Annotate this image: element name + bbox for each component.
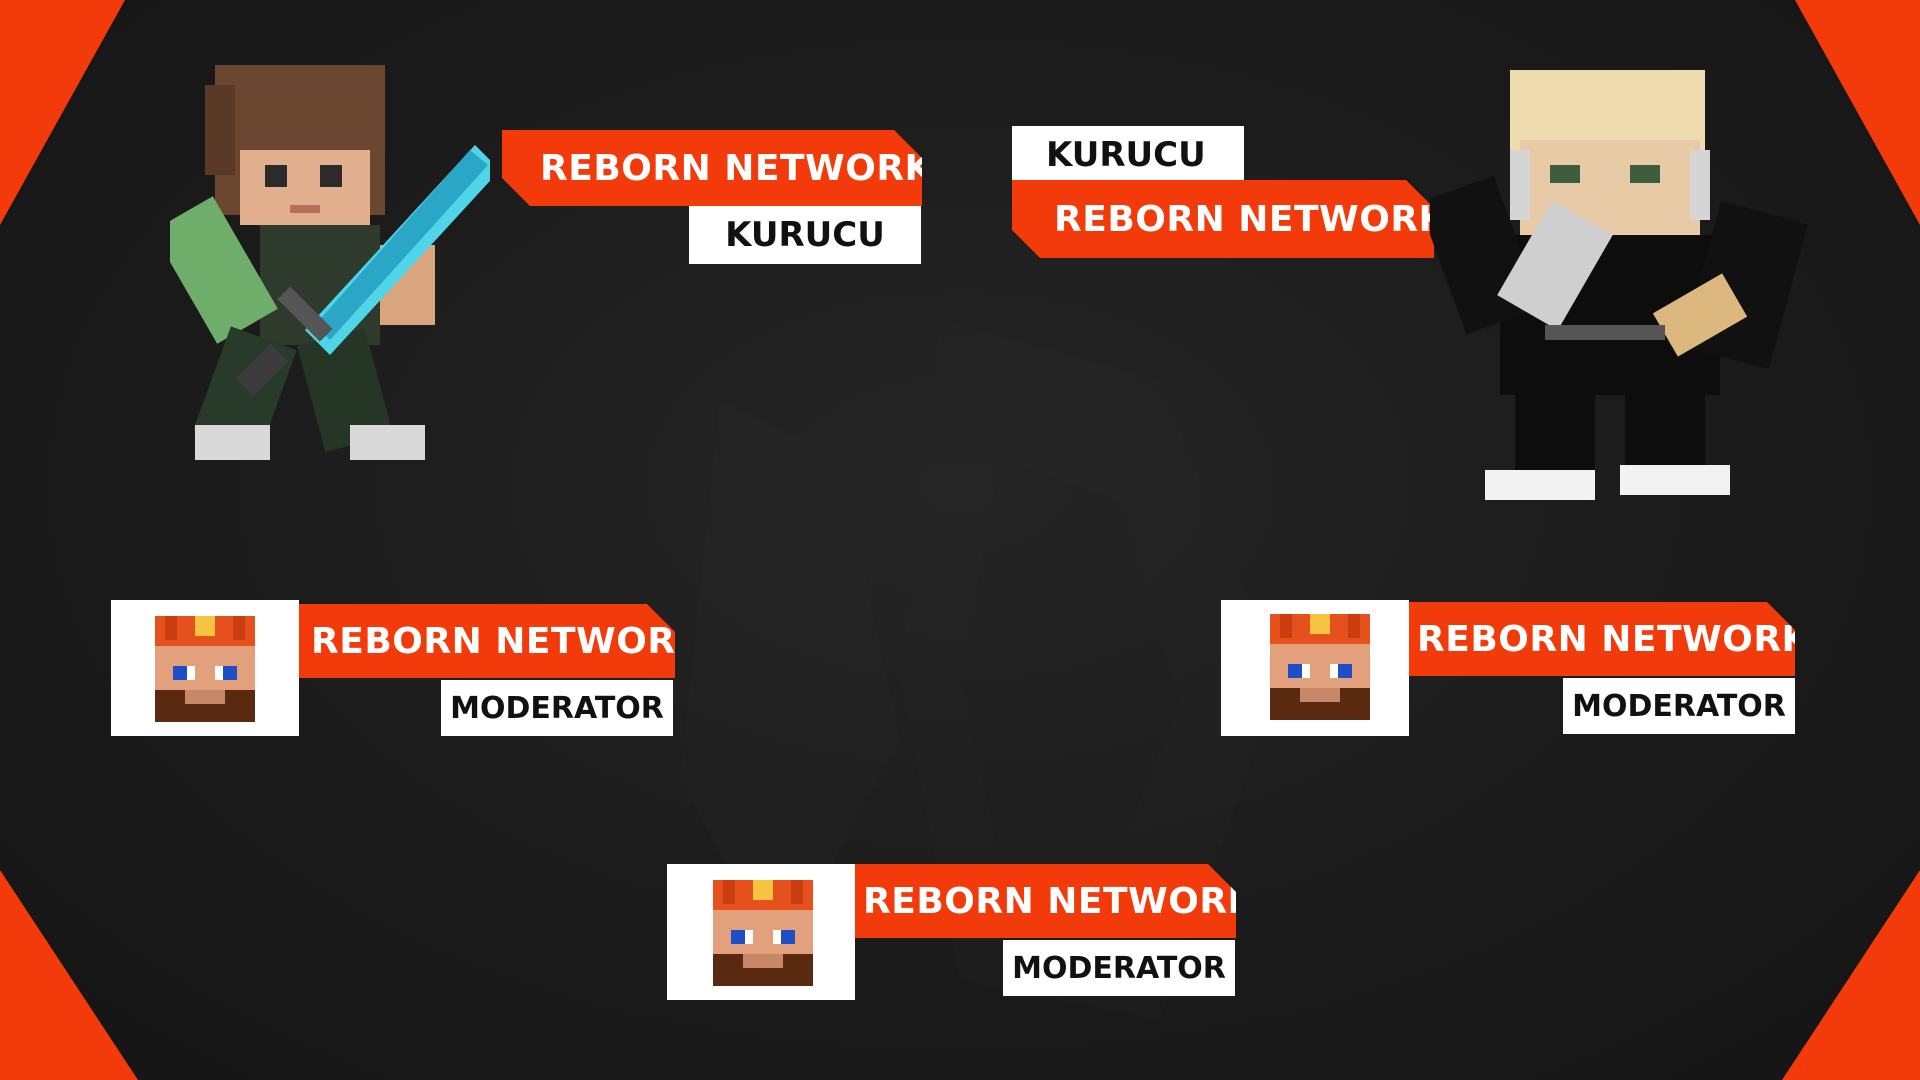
corner-top-right [1795, 0, 1920, 225]
mod-center-role-text: MODERATOR [1012, 950, 1226, 986]
blonde-hoodie-skin-icon [1430, 70, 1808, 500]
background-logo-icon [680, 320, 1280, 1020]
founder-left-role-label: KURUCU [689, 206, 921, 264]
mod-left-avatar-box [111, 600, 299, 736]
founder-left-role-text: KURUCU [725, 215, 885, 255]
mod-center-network-banner: REBORN NETWORK [855, 864, 1236, 938]
founder-right-role-text: KURUCU [1046, 135, 1206, 175]
mod-right-role-text: MODERATOR [1572, 688, 1786, 724]
founder-right-role-label: KURUCU [1012, 126, 1244, 184]
founder-left-network-banner: REBORN NETWORK [502, 130, 922, 206]
crowned-head-icon [1270, 614, 1370, 720]
corner-top-left [0, 0, 125, 225]
mod-left-network-text: REBORN NETWORK [311, 620, 704, 662]
crowned-head-icon [713, 880, 813, 986]
crowned-head-icon [155, 616, 255, 722]
founder-right-network-text: REBORN NETWORK [1054, 198, 1447, 240]
mod-right-avatar-box [1221, 600, 1409, 736]
corner-bottom-left [0, 870, 138, 1080]
mod-center-role-label: MODERATOR [1003, 940, 1235, 996]
corner-bottom-right [1782, 870, 1920, 1080]
mod-right-network-text: REBORN NETWORK [1417, 618, 1810, 660]
mod-right-network-banner: REBORN NETWORK [1409, 602, 1795, 676]
mod-center-network-text: REBORN NETWORK [863, 880, 1256, 922]
mod-left-role-label: MODERATOR [441, 680, 673, 736]
mod-left-network-banner: REBORN NETWORK [299, 604, 675, 678]
mod-right-role-label: MODERATOR [1563, 678, 1795, 734]
founder-left-network-text: REBORN NETWORK [540, 147, 933, 189]
mod-left-role-text: MODERATOR [450, 690, 664, 726]
diamond-sword-skin-icon [170, 65, 490, 460]
founder-right-network-banner: REBORN NETWORK [1012, 180, 1434, 258]
mod-center-avatar-box [667, 864, 855, 1000]
